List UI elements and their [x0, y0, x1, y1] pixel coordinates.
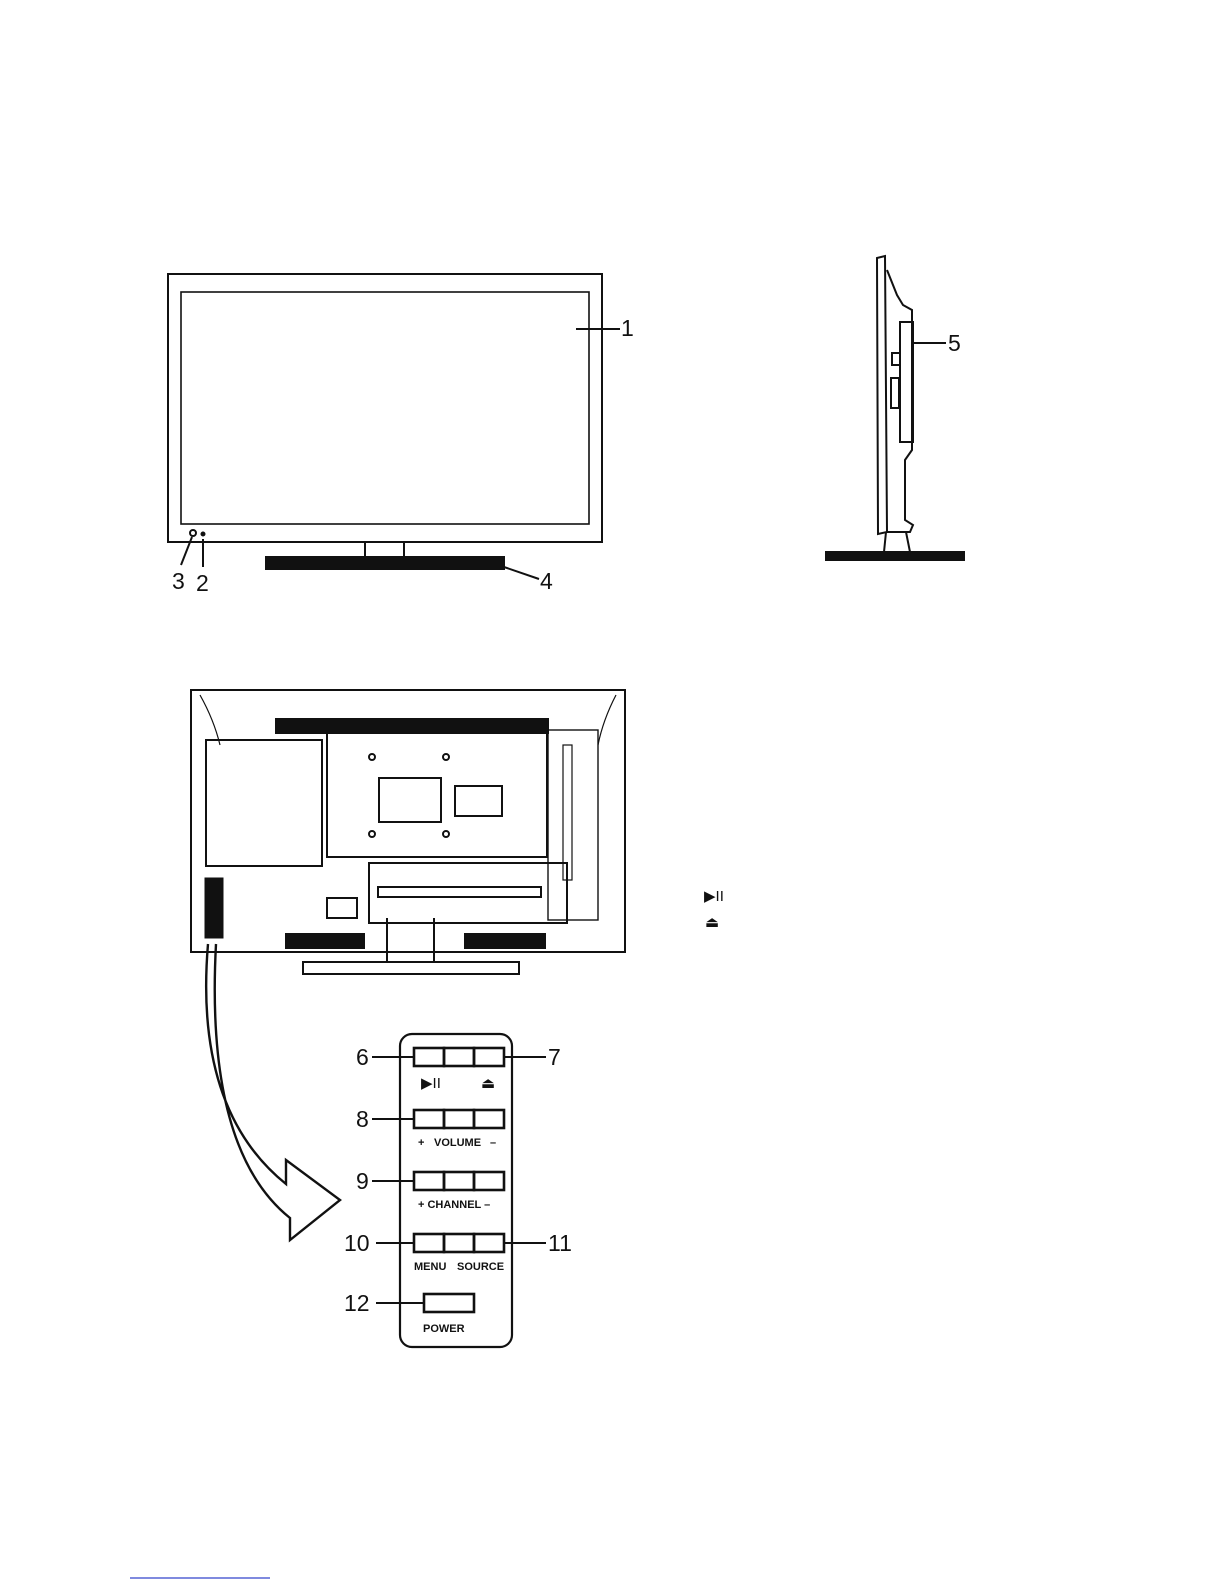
rear-side-panel — [548, 730, 598, 920]
zoom-arrow — [206, 944, 340, 1240]
callout-5: 5 — [948, 330, 961, 356]
channel-label: + CHANNEL – — [418, 1199, 490, 1211]
side-port-2 — [891, 378, 899, 408]
button-row-channel — [414, 1172, 504, 1190]
rear-label-1 — [379, 778, 441, 822]
rear-side-ports — [205, 878, 223, 938]
callout-8: 8 — [356, 1106, 369, 1132]
callout-7: 7 — [548, 1044, 561, 1070]
callout-10: 10 — [344, 1230, 370, 1256]
rear-stand-base — [303, 962, 519, 974]
callout-12: 12 — [344, 1290, 370, 1316]
stand-neck-side — [884, 532, 910, 552]
rear-stand-neck — [387, 918, 434, 962]
rear-power-box — [206, 740, 322, 866]
tv-front-view — [168, 274, 620, 579]
rear-board-stripe — [378, 887, 541, 897]
rear-screw-4 — [443, 831, 449, 837]
stand-base-front — [266, 557, 504, 569]
menu-button[interactable] — [414, 1234, 444, 1252]
callout-1: 1 — [621, 315, 634, 341]
eject-button[interactable] — [474, 1048, 504, 1066]
rear-slot — [563, 745, 572, 880]
channel-middle-button[interactable] — [444, 1172, 474, 1190]
rear-screw-1 — [369, 754, 375, 760]
callout-11: 11 — [548, 1230, 572, 1256]
button-row-6-7 — [414, 1048, 504, 1066]
callout-line-4 — [504, 567, 539, 579]
volume-label: VOLUME — [434, 1137, 481, 1149]
tv-rear-view — [191, 690, 625, 1240]
volume-down-button[interactable] — [474, 1110, 504, 1128]
power-label: POWER — [423, 1323, 465, 1335]
callout-4: 4 — [540, 568, 553, 594]
source-label: SOURCE — [457, 1261, 504, 1273]
channel-up-button[interactable] — [414, 1172, 444, 1190]
side-panel — [877, 256, 887, 534]
legend-eject-icon: ⏏ — [705, 914, 719, 931]
ir-sensor — [190, 530, 196, 536]
callout-3: 3 — [172, 568, 185, 594]
stand-neck-front — [365, 542, 404, 556]
menu-label: MENU — [414, 1261, 446, 1273]
middle-button-row-1[interactable] — [444, 1048, 474, 1066]
rear-screw-2 — [443, 754, 449, 760]
tv-front-screen — [181, 292, 589, 524]
tv-side-view — [826, 256, 964, 560]
volume-minus-label: – — [490, 1137, 496, 1149]
rear-vent-bottom-left — [286, 934, 364, 948]
volume-middle-button[interactable] — [444, 1110, 474, 1128]
callout-2: 2 — [196, 570, 209, 596]
rear-board-2 — [369, 863, 567, 923]
volume-up-button[interactable] — [414, 1110, 444, 1128]
panel-eject-icon: ⏏ — [481, 1075, 495, 1092]
stand-base-side — [826, 552, 964, 560]
button-row-volume — [414, 1110, 504, 1128]
channel-down-button[interactable] — [474, 1172, 504, 1190]
rear-main-board — [327, 732, 547, 857]
panel-play-pause-icon: ▶II — [421, 1075, 441, 1092]
play-pause-button[interactable] — [414, 1048, 444, 1066]
side-port-1 — [892, 353, 900, 365]
rear-label-2 — [455, 786, 502, 816]
control-panel-detail — [372, 1034, 546, 1347]
rear-connector — [327, 898, 357, 918]
rear-vent-bottom-right — [465, 934, 545, 948]
button-row-menu-source — [414, 1234, 504, 1252]
callout-9: 9 — [356, 1168, 369, 1194]
legend-play-pause-icon: ▶II — [704, 888, 724, 905]
tv-front-bezel — [168, 274, 602, 542]
power-button[interactable] — [424, 1294, 474, 1312]
callout-6: 6 — [356, 1044, 369, 1070]
rear-screw-3 — [369, 831, 375, 837]
middle-button-row-4[interactable] — [444, 1234, 474, 1252]
power-led — [202, 533, 205, 536]
volume-plus-label: + — [418, 1137, 424, 1149]
source-button[interactable] — [474, 1234, 504, 1252]
rear-vent-top — [276, 719, 548, 733]
